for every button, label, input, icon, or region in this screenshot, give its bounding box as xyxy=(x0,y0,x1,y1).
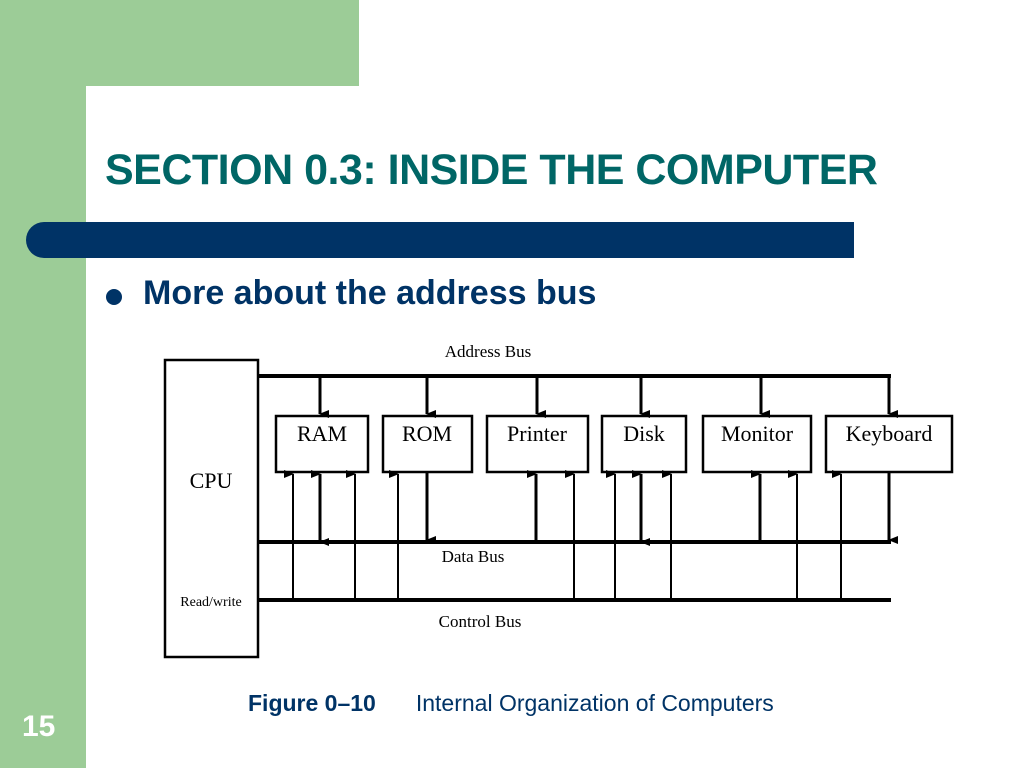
control-bus-label: Control Bus xyxy=(439,612,522,631)
page-number: 15 xyxy=(22,710,56,743)
read-write-label: Read/write xyxy=(180,595,241,610)
address-bus-label: Address Bus xyxy=(445,342,531,361)
bus-diagram: CPU Read/write Address Bus Data Bus Cont… xyxy=(163,342,954,659)
figure-title: Internal Organization of Computers xyxy=(415,690,774,716)
figure-caption: Figure 0–10 Internal Organization of Comp… xyxy=(248,690,774,717)
device-disk: Disk xyxy=(600,414,688,474)
device-monitor-label: Monitor xyxy=(721,421,794,446)
slide-title: SECTION 0.3: INSIDE THE COMPUTER xyxy=(105,146,878,194)
address-connectors xyxy=(318,376,898,418)
data-connectors xyxy=(311,470,898,546)
device-keyboard-label: Keyboard xyxy=(846,421,933,446)
device-keyboard: Keyboard xyxy=(824,414,954,474)
bullet-icon xyxy=(106,289,122,305)
device-monitor: Monitor xyxy=(701,414,813,474)
data-bus-label: Data Bus xyxy=(442,547,505,566)
figure-number: Figure 0–10 xyxy=(248,690,376,716)
accent-sidebar xyxy=(0,0,86,768)
device-ram-label: RAM xyxy=(297,421,347,446)
cpu-box xyxy=(163,358,260,659)
title-rule xyxy=(26,222,854,258)
device-rom-label: ROM xyxy=(402,421,452,446)
device-disk-label: Disk xyxy=(623,421,665,446)
device-printer: Printer xyxy=(485,414,590,474)
device-printer-label: Printer xyxy=(507,421,568,446)
control-connectors xyxy=(284,470,842,600)
bullet-text: More about the address bus xyxy=(143,274,597,312)
device-rom: ROM xyxy=(381,414,474,474)
cpu-label: CPU xyxy=(190,468,233,493)
device-ram: RAM xyxy=(274,414,370,474)
